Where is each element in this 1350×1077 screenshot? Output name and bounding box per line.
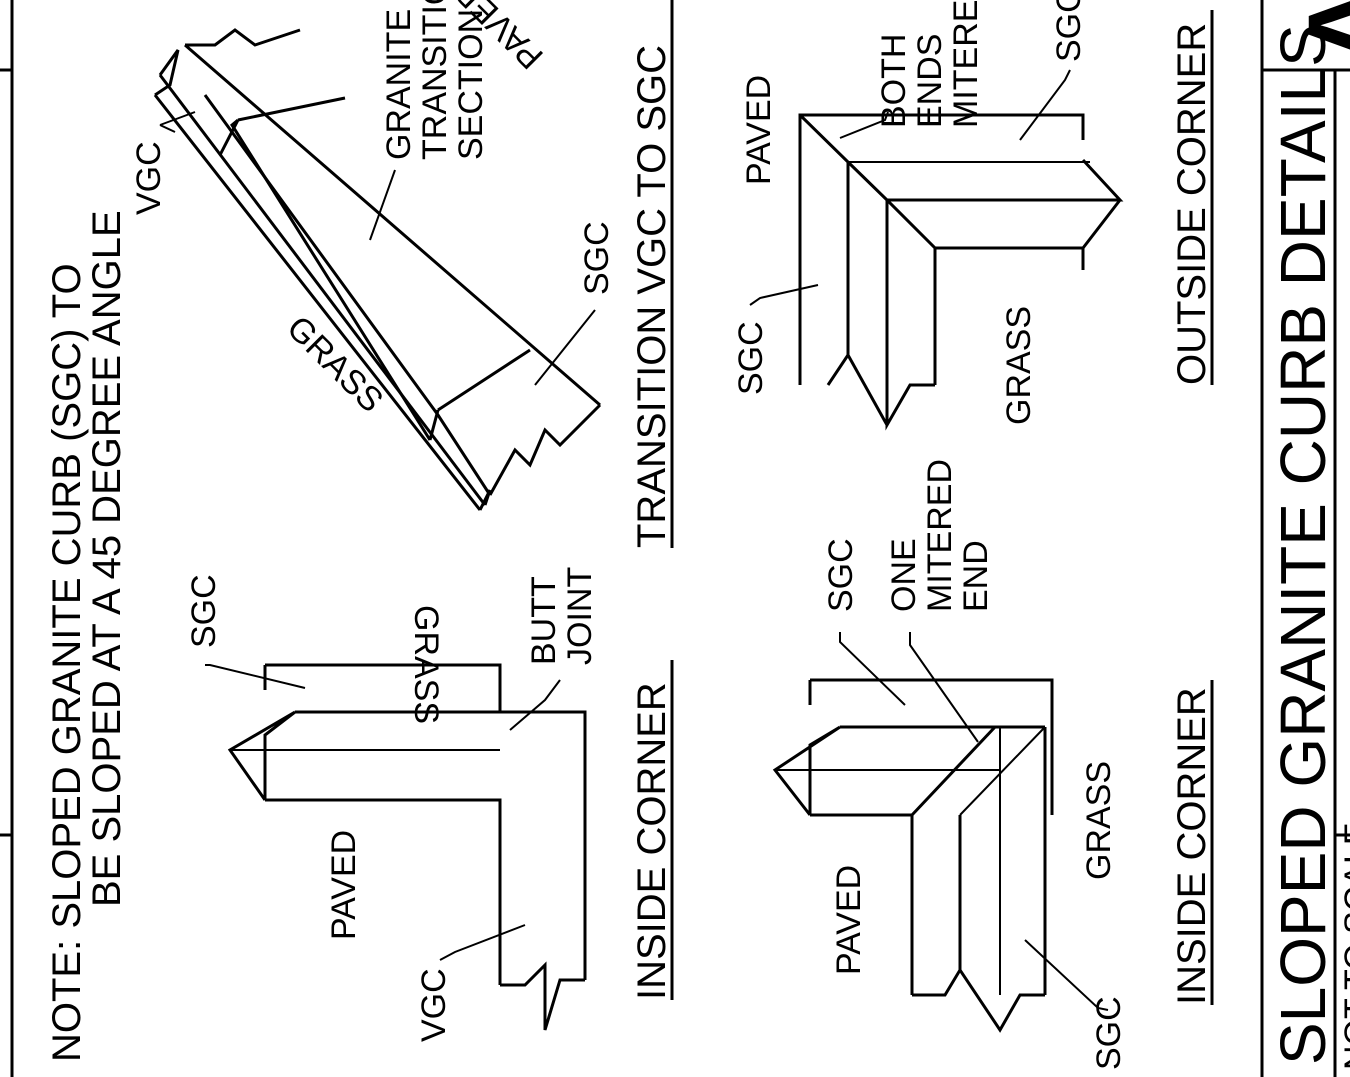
label-both-ends-mitered: BOTH ENDS MITERED [875, 0, 985, 128]
leader-granite-section [369, 169, 396, 241]
sheet-letter: A [1286, 0, 1350, 65]
label-one-mitered-end: ONE MITERED END [885, 459, 995, 612]
inside-corner-title: INSIDE CORNER [630, 682, 674, 1000]
label-paved: PAVED [325, 830, 363, 940]
leader-butt-joint [509, 679, 561, 731]
inside-corner-butt-detail: SGC GRASS BUTT JOINT PAVED VGC INSIDE CO… [185, 567, 674, 1042]
svg-text:BUTT: BUTT [525, 576, 563, 665]
note-line-1: NOTE: SLOPED GRANITE CURB (SGC) TO [45, 263, 89, 1062]
leader-vgc [159, 111, 196, 133]
label-grass: GRASS [407, 605, 445, 724]
svg-text:JOINT: JOINT [561, 567, 599, 665]
leader-vgc [439, 924, 526, 961]
label-paved: PAVED [740, 75, 778, 185]
label-grass: GRASS [1000, 306, 1038, 425]
svg-text:MITERED: MITERED [921, 459, 959, 612]
label-sgc: SGC [578, 221, 616, 295]
leader-sgc [205, 664, 306, 689]
svg-text:ONE: ONE [885, 538, 923, 612]
transition-title: TRANSITION VGC TO SGC [630, 45, 674, 548]
label-vgc: VGC [415, 968, 453, 1042]
label-butt-joint: BUTT JOINT [525, 567, 599, 665]
label-grass: GRASS [1080, 761, 1118, 880]
general-note: NOTE: SLOPED GRANITE CURB (SGC) TO BE SL… [45, 210, 129, 1062]
svg-text:GRANITE: GRANITE [380, 9, 418, 160]
label-vgc: VGC [130, 141, 168, 215]
svg-text:SECTION: SECTION [452, 9, 490, 160]
title-block: SLOPED GRANITE CURB DETAILS A NOT TO SCA… [1260, 0, 1350, 1077]
inside-corner-mitered-detail: SGC ONE MITERED END PAVED GRASS SGC INSI… [772, 459, 1214, 1070]
label-sgc-left: SGC [732, 321, 770, 395]
outside-corner-drawing [798, 113, 1124, 431]
outside-corner-title: OUTSIDE CORNER [1170, 23, 1214, 385]
inside-corner-mitered-drawing [772, 678, 1054, 1033]
svg-text:TRANSITION: TRANSITION [416, 0, 454, 160]
transition-detail: VGC GRANITE TRANSITION SECTION PAVED GRA… [130, 0, 674, 548]
leader-sgc [534, 309, 596, 386]
inside-corner-title: INSIDE CORNER [1170, 687, 1214, 1005]
leader-sgc-top [839, 632, 906, 706]
leader-mitered [909, 632, 979, 743]
label-sgc-bottom: SGC [1090, 996, 1128, 1070]
label-paved: PAVED [830, 865, 868, 975]
transition-curb-drawing [153, 28, 602, 511]
label-granite-transition-section: GRANITE TRANSITION SECTION [380, 0, 490, 160]
sheet-border [0, 0, 14, 1077]
leader-sgc-bottom [1024, 939, 1109, 1011]
label-sgc: SGC [185, 574, 223, 648]
svg-text:BOTH: BOTH [875, 34, 913, 128]
leader-both-ends [839, 111, 889, 139]
label-sgc-right: SGC [1050, 0, 1088, 62]
note-line-2: BE SLOPED AT A 45 DEGREE ANGLE [85, 210, 129, 907]
drawing-title: SLOPED GRANITE CURB DETAILS [1267, 24, 1339, 1065]
leader-sgc-left [749, 284, 819, 306]
svg-text:ENDS: ENDS [911, 34, 949, 128]
leader-sgc-right [1019, 69, 1071, 141]
scale-note: NOT TO SCALE [1338, 822, 1350, 1070]
label-sgc-top: SGC [822, 538, 860, 612]
svg-text:MITERED: MITERED [947, 0, 985, 128]
outside-corner-detail: PAVED BOTH ENDS MITERED SGC SGC GRASS OU… [732, 0, 1214, 431]
svg-text:END: END [957, 540, 995, 612]
